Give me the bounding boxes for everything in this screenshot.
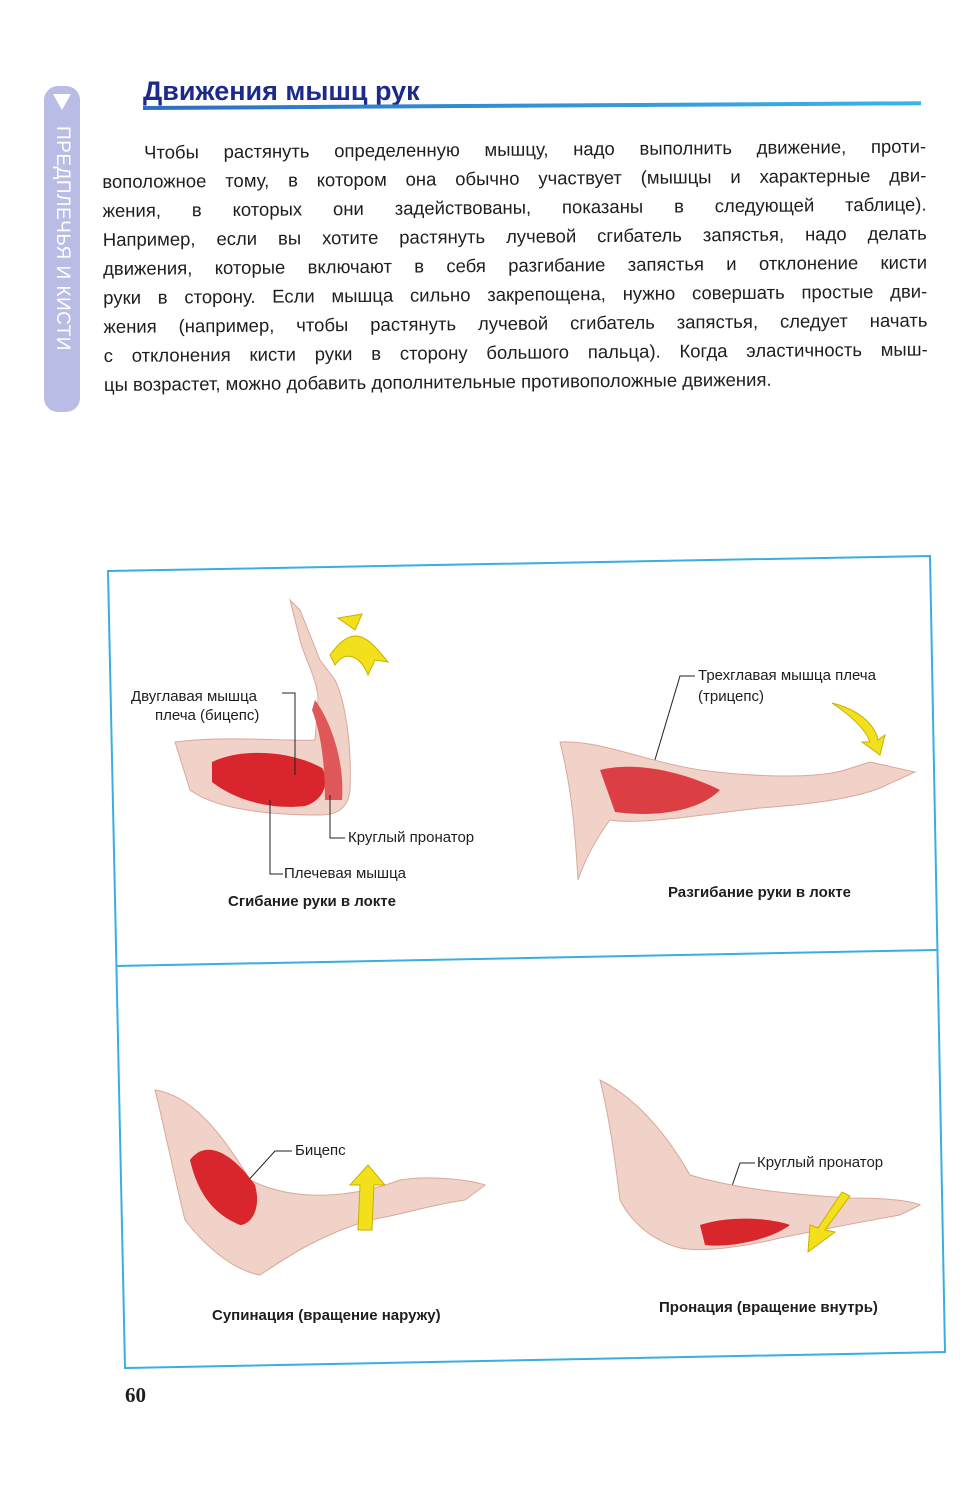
label-biceps-line1: Двуглавая мышца bbox=[131, 688, 258, 705]
label-brachialis: Плечевая мышца bbox=[284, 865, 407, 882]
section-tab: ПРЕДПЛЕЧЬЯ И КИСТИ bbox=[44, 86, 80, 412]
caption-pronation: Пронация (вращение внутрь) bbox=[659, 1299, 878, 1316]
label-triceps-line1: Трехглавая мышца плеча bbox=[698, 667, 876, 684]
label-triceps-line2: (трицепс) bbox=[698, 688, 764, 705]
page-number: 60 bbox=[125, 1383, 146, 1407]
page-title: Движения мышц рук bbox=[143, 76, 420, 106]
label-round-pronator: Круглый пронатор bbox=[757, 1154, 884, 1171]
caption-supination: Супинация (вращение наружу) bbox=[212, 1307, 441, 1324]
arm-pronation-illustration bbox=[599, 1079, 922, 1254]
label-round-pronator: Круглый пронатор bbox=[348, 829, 475, 846]
label-biceps: Бицепс bbox=[295, 1142, 346, 1159]
arm-extension-illustration bbox=[559, 702, 917, 881]
figure-frame bbox=[106, 554, 947, 1370]
arm-supination-illustration bbox=[154, 1089, 487, 1276]
caption-flexion: Сгибание руки в локте bbox=[228, 893, 396, 910]
triangle-right-icon bbox=[53, 94, 71, 110]
label-biceps-line2: плеча (бицепс) bbox=[155, 707, 260, 724]
arm-flexion-illustration bbox=[174, 598, 390, 816]
caption-extension: Разгибание руки в локте bbox=[668, 884, 851, 901]
